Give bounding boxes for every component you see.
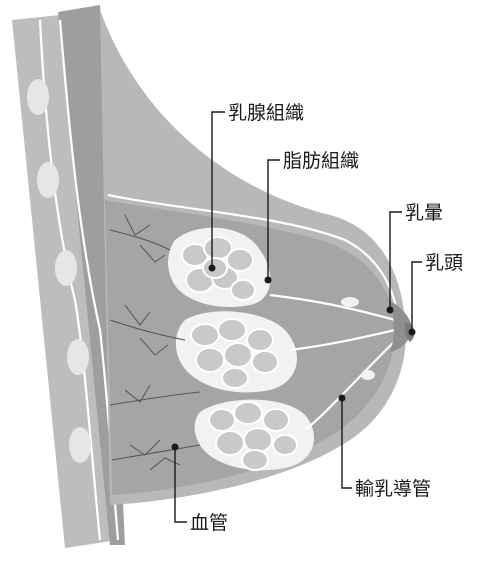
- label-glandular-tissue: 乳腺組織: [228, 102, 304, 124]
- label-adipose-tissue: 脂肪組織: [283, 150, 359, 172]
- rib-1: [27, 79, 49, 115]
- rib-3: [55, 250, 77, 286]
- label-nipple: 乳頭: [425, 252, 463, 274]
- label-areola: 乳暈: [405, 202, 443, 224]
- rib-4: [67, 339, 89, 375]
- rib-5: [69, 427, 91, 463]
- label-blood-vessel: 血管: [190, 512, 228, 534]
- label-lactiferous-duct: 輸乳導管: [355, 478, 431, 500]
- rib-2: [37, 162, 59, 198]
